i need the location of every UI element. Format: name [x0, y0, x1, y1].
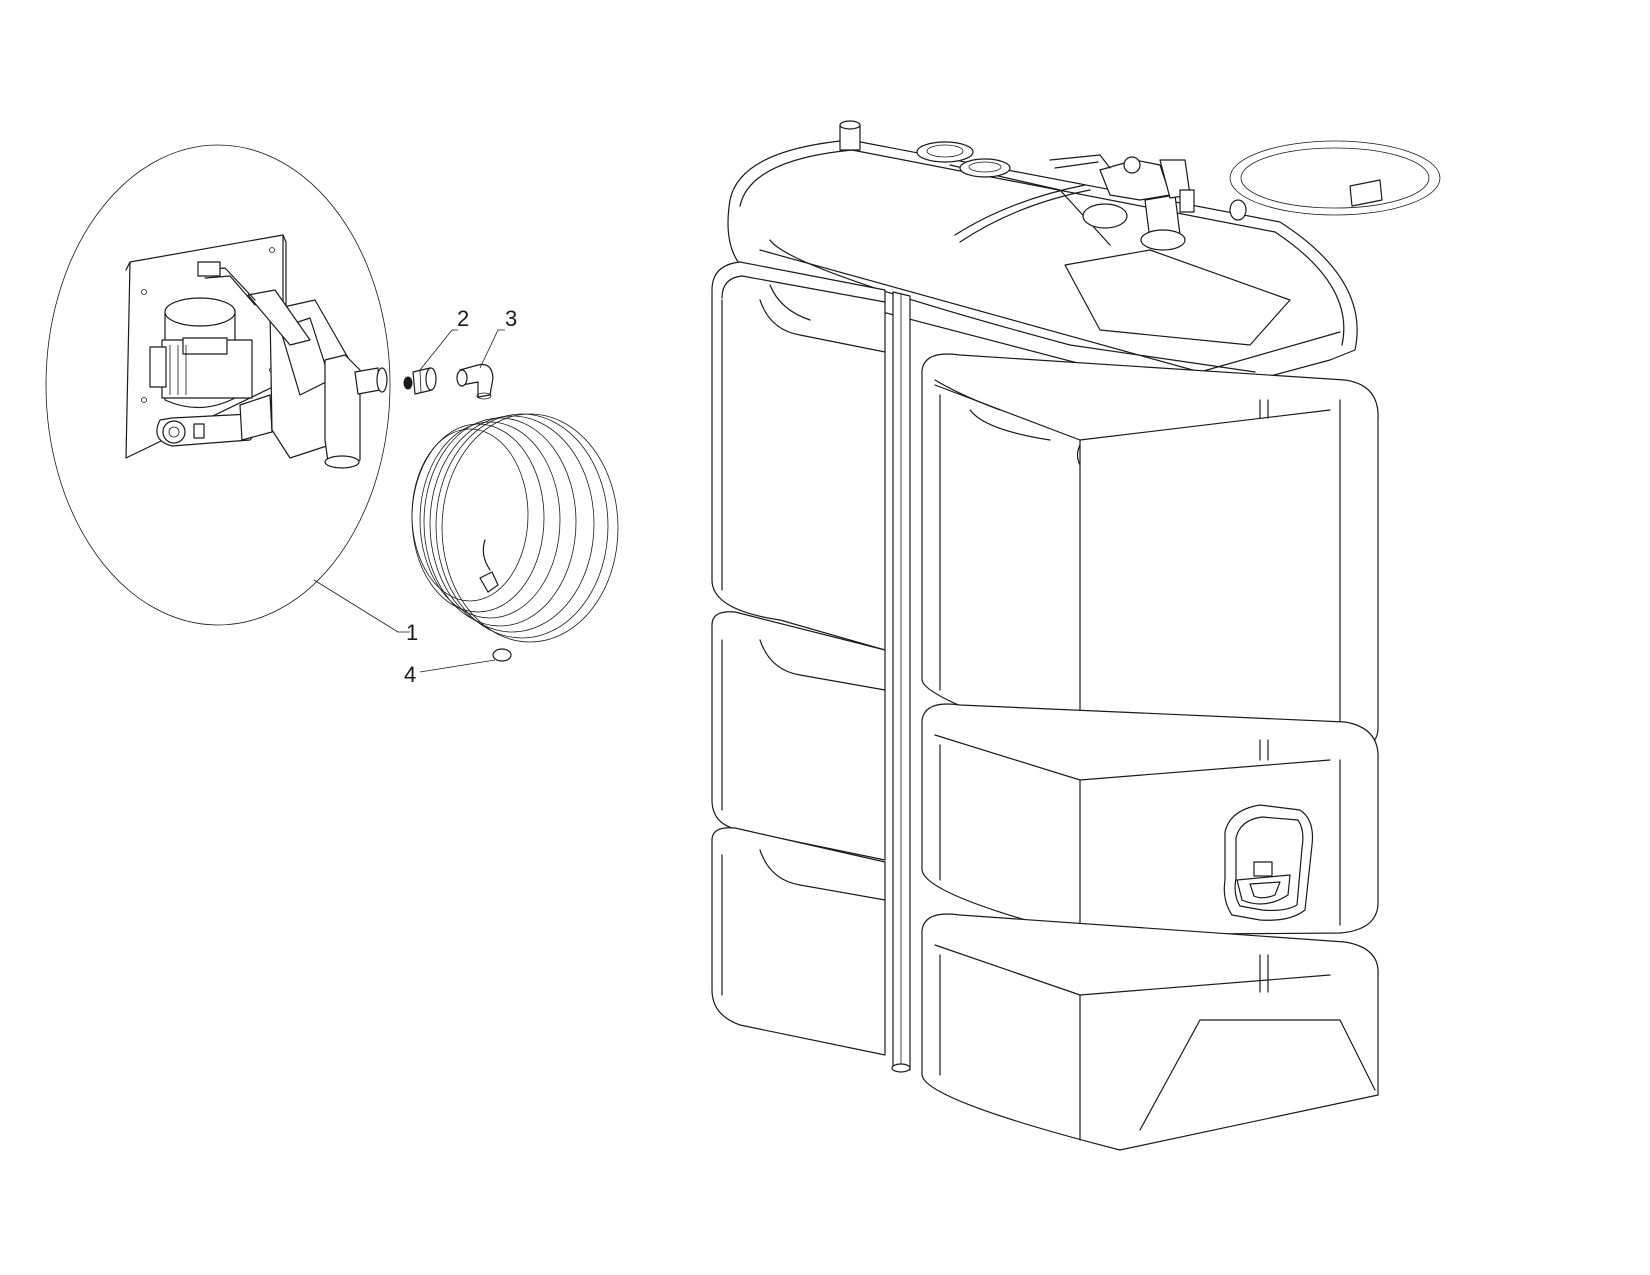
tank-left-lower — [711, 827, 886, 1056]
tank-lid — [727, 120, 1358, 396]
drain-handle — [1223, 804, 1314, 921]
pump-unit-detail — [45, 144, 391, 626]
leader-1 — [313, 579, 410, 633]
callout-leaders — [313, 329, 505, 673]
callout-3: 3 — [505, 306, 517, 331]
callout-4: 4 — [404, 662, 416, 687]
elbow-fitting — [456, 363, 494, 400]
tank-front-lower — [921, 913, 1379, 1151]
leader-3 — [479, 329, 505, 369]
frame-strap — [891, 291, 911, 1073]
motor — [149, 297, 253, 409]
top-valve-assembly — [1049, 154, 1195, 251]
leader-2 — [419, 329, 458, 371]
detail-ellipse — [45, 144, 391, 626]
callout-2: 2 — [457, 306, 469, 331]
tank-front-upper — [921, 353, 1379, 756]
storage-tank — [711, 120, 1441, 1151]
vent-hose — [1229, 140, 1441, 221]
coiled-hose — [411, 413, 619, 662]
fitting-nut — [403, 367, 437, 395]
filter — [324, 354, 388, 469]
tank-left-upper — [711, 261, 886, 651]
callout-1: 1 — [406, 620, 418, 645]
pump-body — [156, 394, 273, 447]
tank-left-middle — [711, 611, 886, 861]
leader-4 — [419, 659, 496, 673]
tank-front-middle — [921, 703, 1379, 936]
